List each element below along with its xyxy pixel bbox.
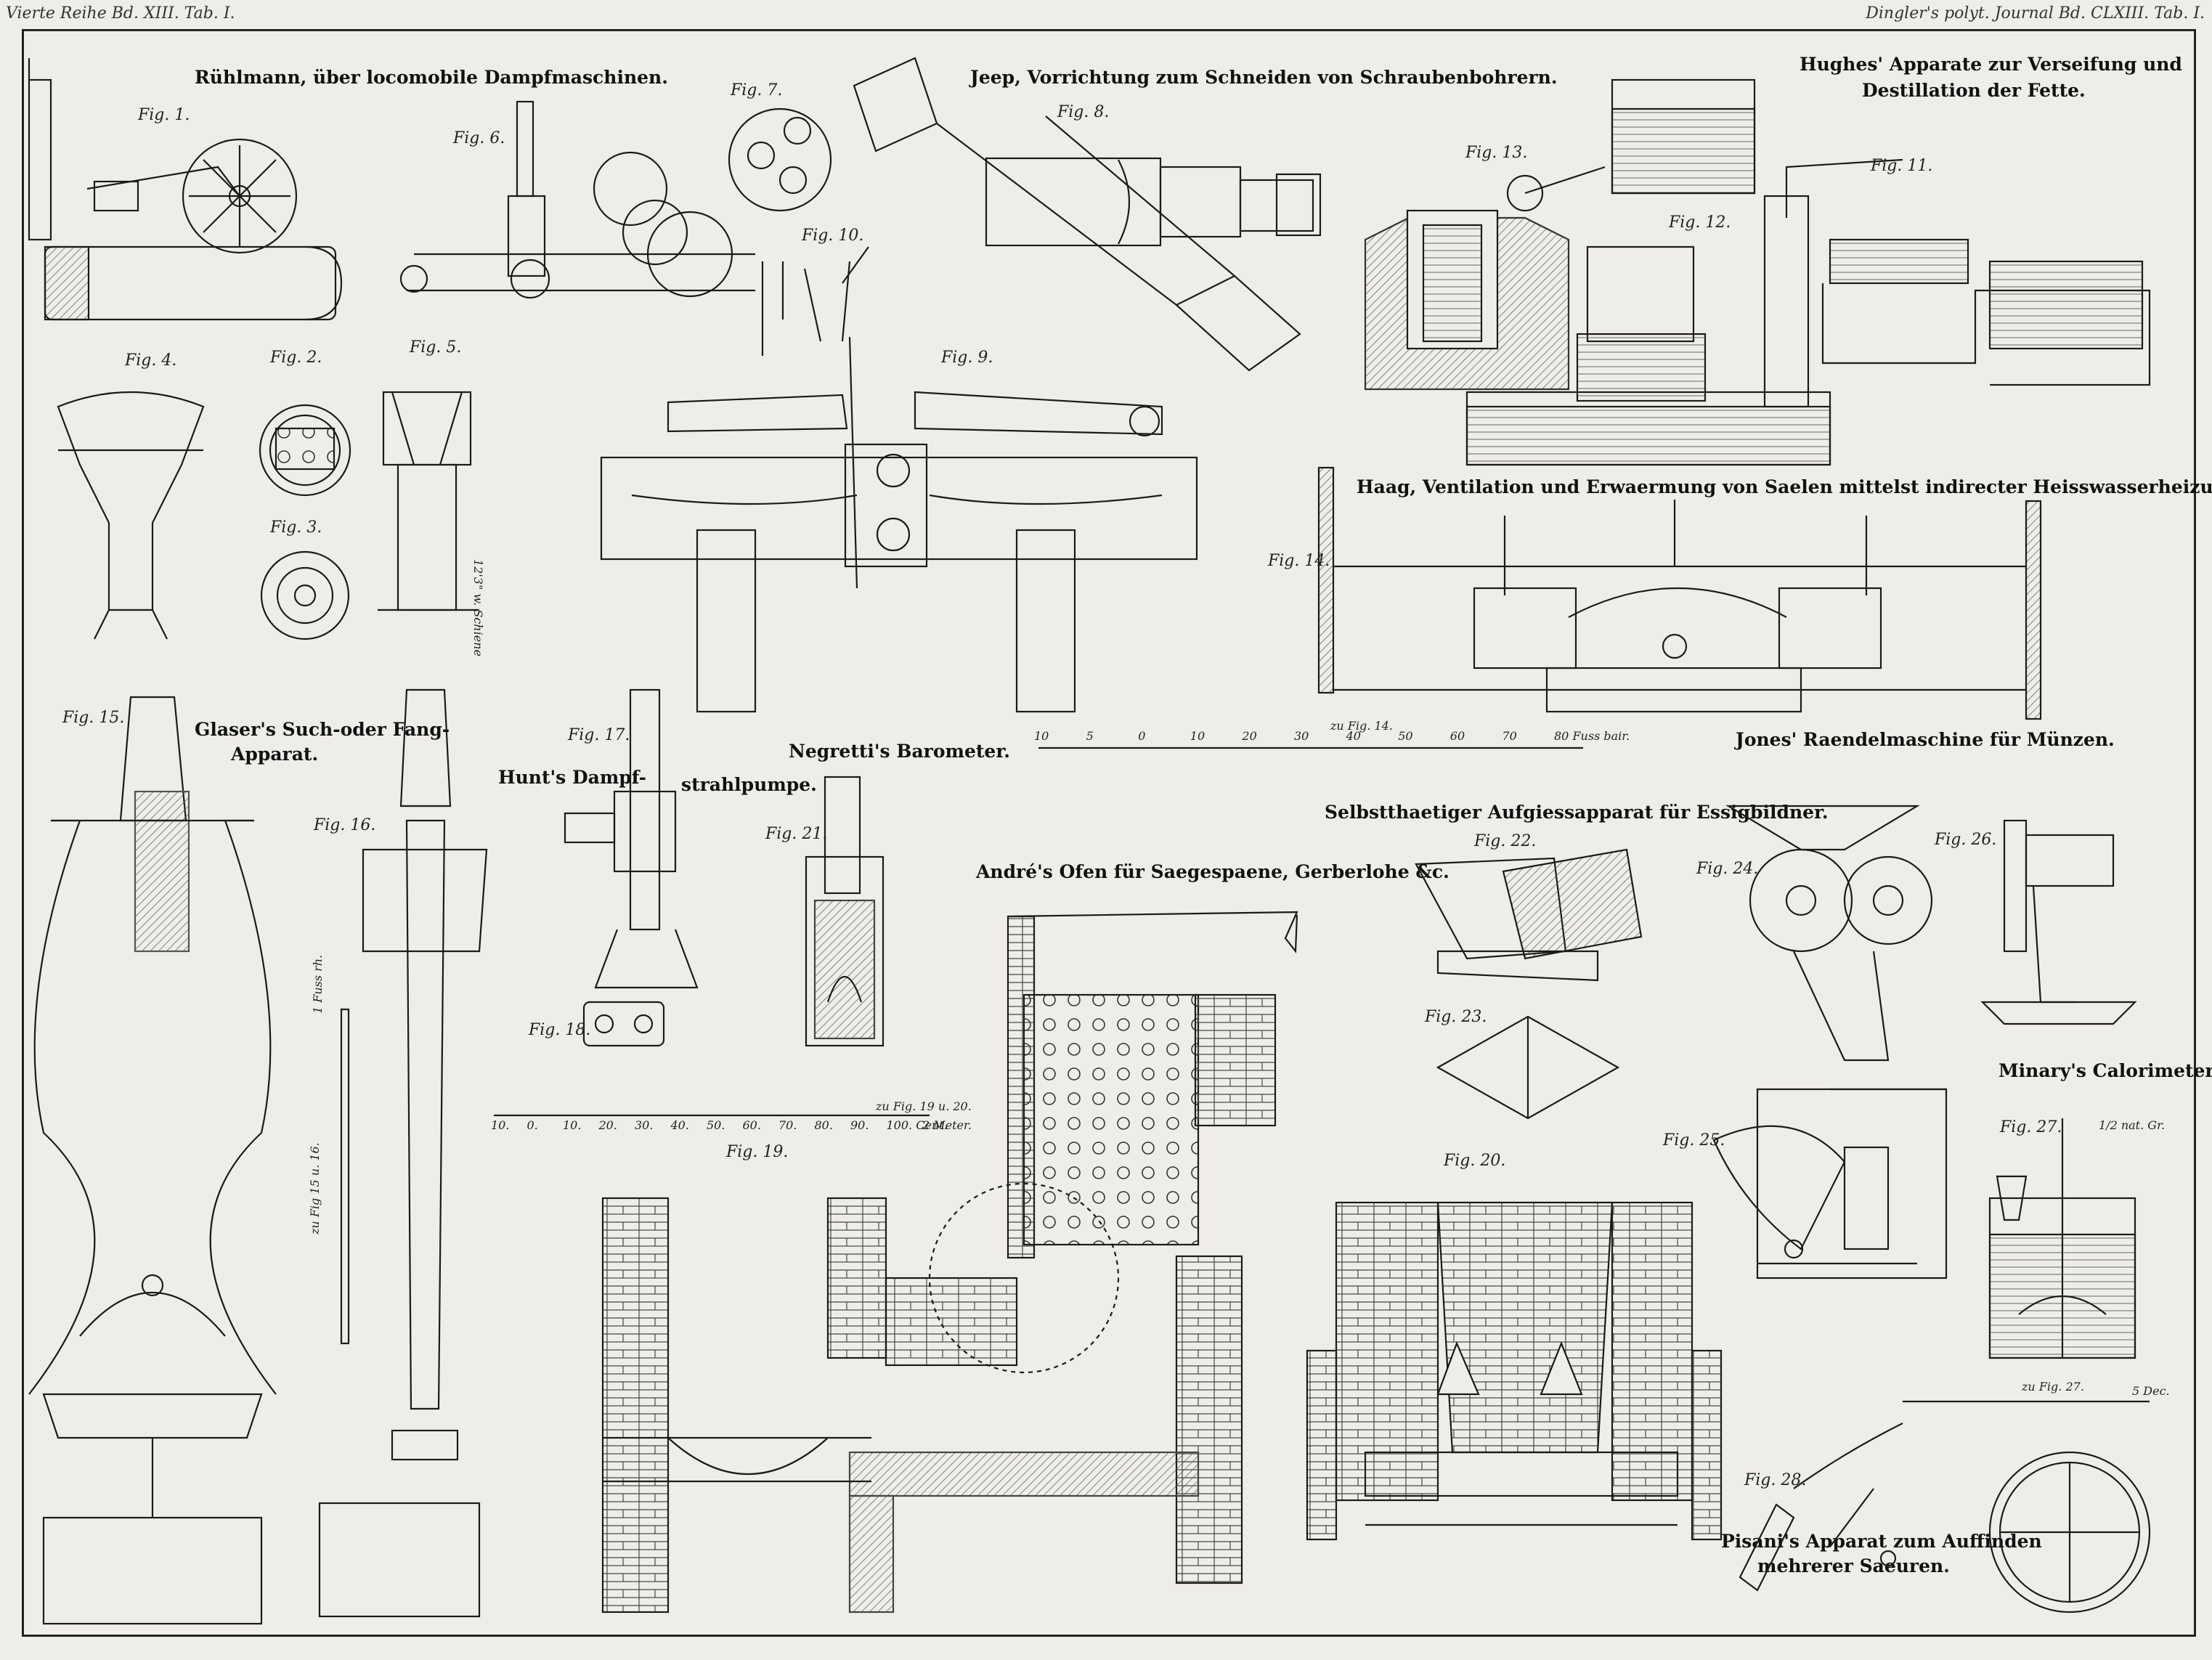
fig-label-7: Fig. 7. <box>731 81 783 99</box>
fig14-haag-ventilation <box>1317 466 2042 720</box>
fig-label-12: Fig. 12. <box>1669 213 1731 232</box>
ticks1920-tick: 10. <box>563 1118 582 1132</box>
fig16-glaser-side <box>318 688 488 1618</box>
fig-label-4: Fig. 4. <box>125 351 177 370</box>
ticks1920-tick: 60. <box>742 1118 761 1132</box>
fig11-fig12-hughes-apparatus <box>1465 78 2151 466</box>
fig-label-16: Fig. 16. <box>314 816 376 834</box>
fig-label-5: Fig. 5. <box>410 338 462 357</box>
title-hunt-1: Hunt's Dampf- <box>498 767 647 788</box>
ticks14-tick: 5 <box>1086 729 1094 743</box>
scale-fig1516-bar <box>340 1008 350 1345</box>
ticks14-tick: 70 <box>1502 729 1517 743</box>
fig-label-17: Fig. 17. <box>568 726 630 744</box>
fig-label-1: Fig. 1. <box>138 106 190 124</box>
fig-label-8: Fig. 8. <box>1057 103 1110 121</box>
fig22-fig23-essig-apparatus <box>1415 848 1643 1120</box>
title-pisani-1: Pisani's Apparat zum Auffinden <box>1721 1531 2042 1552</box>
fig8-jeep-device <box>853 57 1322 372</box>
scale-fig27-end: 5 Dec. <box>2132 1384 2170 1398</box>
title-hughes-2: Destillation der Fette. <box>1862 80 2086 101</box>
ticks14-tick: 80 Fuss bair. <box>1554 729 1630 743</box>
title-hunt-2: strahlpumpe. <box>681 774 817 795</box>
fig6-locomobile-side <box>399 100 755 299</box>
plate-frame <box>22 29 2196 1637</box>
ticks1920-tick: 0. <box>526 1118 538 1132</box>
fig-label-24: Fig. 24. <box>1696 860 1759 878</box>
ticks14-tick: 20 <box>1242 729 1257 743</box>
ticks14-tick: 40 <box>1346 729 1361 743</box>
header-left: Vierte Reihe Bd. XIII. Tab. I. <box>6 4 235 23</box>
title-negretti: Negretti's Barometer. <box>789 741 1010 762</box>
fig-label-9: Fig. 9. <box>941 349 993 367</box>
fig19-andre-oven <box>601 911 1298 1614</box>
ticks1920-tick: 50. <box>707 1118 725 1132</box>
ticks1920-tick: 100. Cent. <box>886 1118 948 1132</box>
ticks14-tick: 0 <box>1138 729 1146 743</box>
scale-fig14-label: zu Fig. 14. <box>1330 719 1393 733</box>
header-right: Dingler's polyt. Journal Bd. CLXIII. Tab… <box>1866 4 2205 23</box>
fig-label-26: Fig. 26. <box>1935 831 1997 849</box>
ticks1920-tick: 20. <box>598 1118 617 1132</box>
fig-label-20: Fig. 20. <box>1444 1152 1506 1170</box>
fig13-apparatus <box>1364 166 1606 391</box>
title-glaser-1: Glaser's Such-oder Fang- <box>195 719 450 740</box>
fig-label-21: Fig. 21. <box>765 825 828 843</box>
fig-label-19: Fig. 19. <box>726 1143 789 1161</box>
fig-label-3: Fig. 3. <box>270 518 322 537</box>
ticks1920-tick: 80. <box>814 1118 833 1132</box>
fig28-pisani-apparatus <box>1739 1423 1903 1592</box>
ticks14-tick: 10 <box>1034 729 1049 743</box>
title-andre: André's Ofen für Saegespaene, Gerberlohe… <box>976 861 1449 882</box>
title-pisani-2: mehrerer Saeuren. <box>1757 1555 1950 1576</box>
title-selbst: Selbstthaetiger Aufgiessapparat für Essi… <box>1325 802 1829 823</box>
title-jeep: Jeep, Vorrichtung zum Schneiden von Schr… <box>970 67 1558 88</box>
fig-label-15: Fig. 15. <box>62 709 125 727</box>
fig24-jones-machine <box>1725 805 1948 1279</box>
fig26-jones-side <box>1980 819 2137 1025</box>
title-haag: Haag, Ventilation und Erwaermung von Sae… <box>1357 476 2212 497</box>
fig2-fig3-sections <box>259 404 351 640</box>
title-ruhlmann: Rühlmann, über locomobile Dampfmaschinen… <box>195 67 668 88</box>
ticks14-tick: 60 <box>1449 729 1465 743</box>
fig15-glaser-apparatus <box>28 696 277 1625</box>
title-jones: Jones' Raendelmaschine für Münzen. <box>1736 729 2115 750</box>
ticks1920-tick: 40. <box>670 1118 689 1132</box>
fig4-fig5-funnels <box>57 391 479 640</box>
fig7-cutter-head <box>728 107 832 212</box>
title-minary: Minary's Calorimeter. <box>1998 1060 2212 1081</box>
ticks1920-tick: 70. <box>778 1118 797 1132</box>
ticks1920-tick: 90. <box>850 1118 869 1132</box>
fig10-tool <box>761 246 869 356</box>
fig20-oven-section <box>1306 1201 1723 1541</box>
fig-label-27: Fig. 27. <box>2000 1118 2062 1136</box>
fig-label-22: Fig. 22. <box>1474 832 1537 850</box>
ticks1920-tick: 10. <box>491 1118 510 1132</box>
ticks1920-tick: 2 Meter. <box>922 1118 972 1132</box>
ticks14-tick: 30 <box>1294 729 1309 743</box>
fig-label-10: Fig. 10. <box>802 227 864 245</box>
ticks14-tick: 10 <box>1190 729 1205 743</box>
fig-label-6: Fig. 6. <box>453 129 505 147</box>
scale-fig27-natural: 1/2 nat. Gr. <box>2099 1118 2166 1132</box>
fig17-fig18-hunt-pump <box>564 688 699 1047</box>
fig9-cutting-machine <box>600 336 1198 713</box>
fig-label-23: Fig. 23. <box>1425 1008 1487 1026</box>
ticks1920-tick: 30. <box>635 1118 654 1132</box>
fig21-negretti-barometer <box>805 776 885 1047</box>
scale-fig1920-label: zu Fig. 19 u. 20. <box>876 1099 972 1113</box>
fig25-funnel-machine <box>1712 1125 1917 1265</box>
scale-fig27-label: zu Fig. 27. <box>2022 1380 2084 1393</box>
title-hughes-1: Hughes' Apparate zur Verseifung und <box>1800 54 2182 75</box>
title-glaser-2: Apparat. <box>231 744 319 765</box>
fig-label-18: Fig. 18. <box>529 1021 591 1039</box>
ticks14-tick: 50 <box>1398 729 1413 743</box>
fig27-minary-calorimeter <box>1903 1118 2151 1614</box>
fig-label-2: Fig. 2. <box>270 349 322 367</box>
fig1-locomobile <box>28 58 343 321</box>
fig-label-13: Fig. 13. <box>1465 144 1528 162</box>
